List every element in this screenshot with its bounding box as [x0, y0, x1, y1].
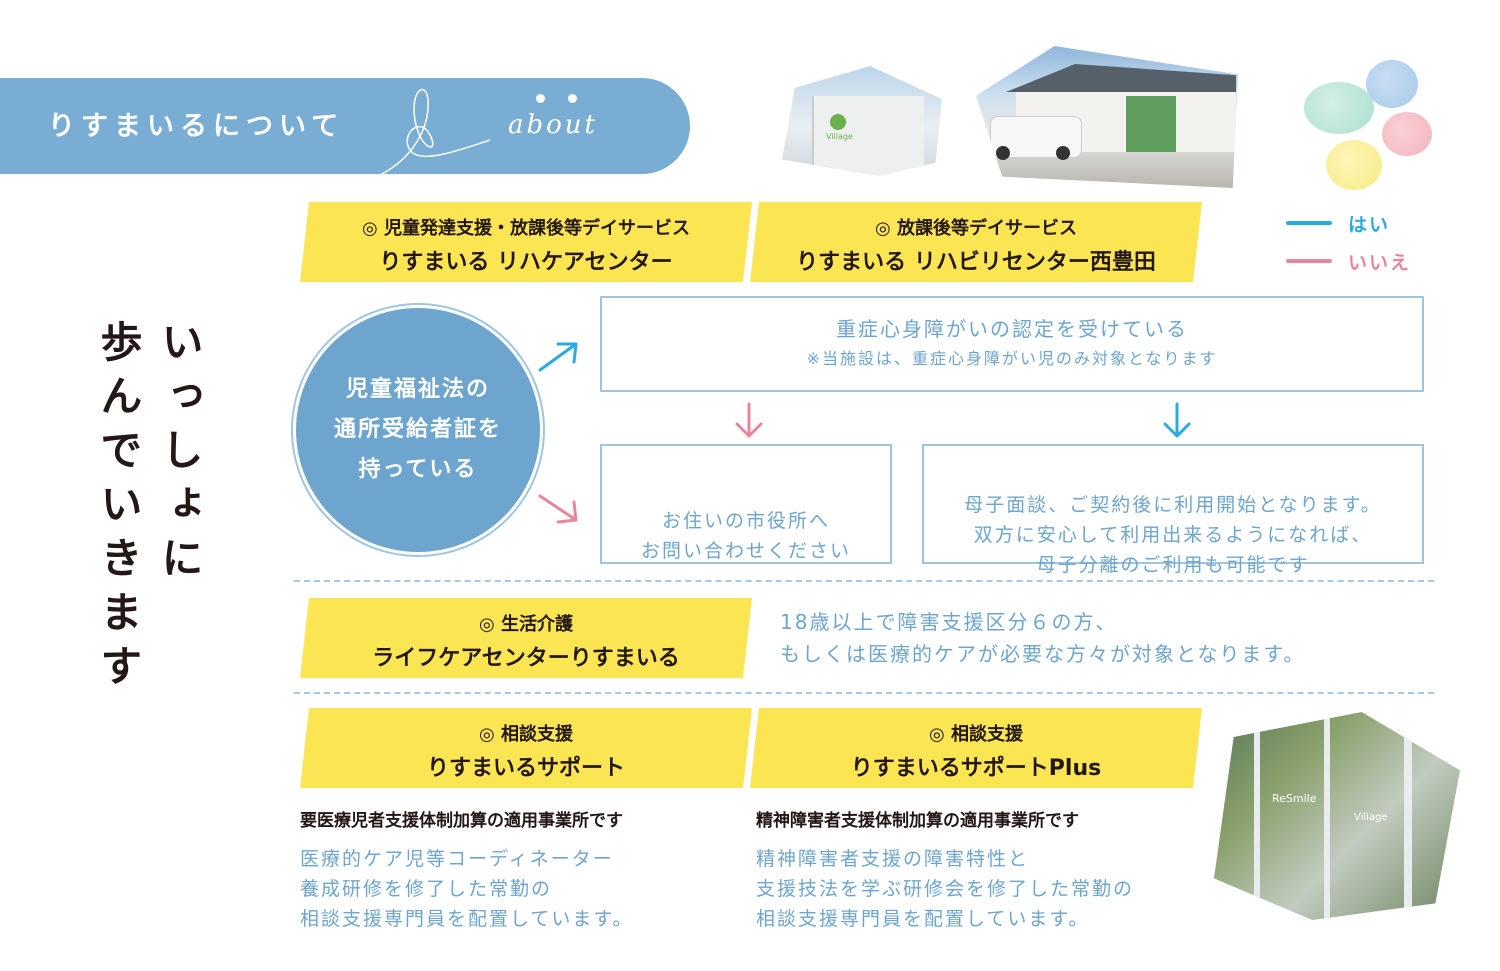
flow-no-result-box: お住いの市役所へ お問い合わせください — [600, 444, 892, 564]
legend-yes-line — [1286, 221, 1332, 225]
tagline-vertical: いっしょに 歩んでいきます — [94, 320, 204, 698]
facility-2-service: ◎ 放課後等デイサービス — [875, 218, 1077, 239]
photo-sign-text: Village — [826, 132, 853, 141]
flow-start-text: 児童福祉法の 通所受給者証を 持っている — [333, 377, 502, 482]
window-sign-resmile: ReSmile — [1272, 792, 1317, 805]
facility-2-name: りすまいる リハビリセンター西豊田 — [796, 250, 1156, 275]
decorative-squiggle — [379, 88, 491, 176]
facility-1-name: りすまいる リハケアセンター — [379, 250, 673, 275]
flow-yes-result-text: 母子面談、ご契約後に利用開始となります。 双方に安心して利用出来るようになれば、… — [964, 494, 1382, 576]
about-subtitle-en: about — [508, 110, 598, 140]
about-dot-left — [536, 94, 545, 103]
facility-photo-2 — [976, 46, 1238, 188]
support-1-headline: 要医療児者支援体制加算の適用事業所です — [300, 811, 623, 831]
about-dot-right — [568, 94, 577, 103]
decorative-blob-blue — [1366, 60, 1418, 108]
arrow-no-right-icon — [538, 494, 578, 524]
facility-banner-2: ◎ 放課後等デイサービス りすまいる リハビリセンター西豊田 — [750, 202, 1202, 282]
decorative-blob-green — [1304, 82, 1374, 134]
window-photo: ReSmile Village — [1214, 712, 1460, 920]
facility-photo-1: Village — [782, 66, 942, 176]
about-title: りすまいるについて — [48, 111, 345, 142]
support-banner-2: ◎ 相談支援 りすまいるサポートPlus — [750, 708, 1202, 788]
window-sign-village: Village — [1354, 812, 1388, 823]
life-care-description: 18歳以上で障害支援区分６の方、 もしくは医療的ケアが必要な方々が対象となります… — [780, 610, 1306, 666]
flow-question-text: 重症心身障がいの認定を受けている — [836, 317, 1188, 341]
life-care-banner: ◎ 生活介護 ライフケアセンターりすまいる — [300, 598, 752, 678]
legend-yes-label: はい — [1348, 214, 1391, 236]
facility-1-service: ◎ 児童発達支援・放課後等デイサービス — [362, 218, 690, 239]
decorative-blob-yellow — [1326, 140, 1382, 190]
support-1-service: ◎ 相談支援 — [479, 724, 573, 745]
support-2-name: りすまいるサポートPlus — [850, 756, 1102, 781]
support-1-detail: 医療的ケア児等コーディネーター 養成研修を修了した常勤の 相談支援専門員を配置し… — [300, 848, 634, 930]
life-care-name: ライフケアセンターりすまいる — [372, 646, 680, 671]
flow-no-result-text: お住いの市役所へ お問い合わせください — [640, 510, 851, 562]
legend-no-line — [1286, 259, 1332, 263]
life-care-service: ◎ 生活介護 — [479, 614, 573, 635]
arrow-yes-right-icon — [538, 342, 578, 372]
legend-no-label: いいえ — [1348, 252, 1412, 274]
flow-start-circle: 児童福祉法の 通所受給者証を 持っている — [296, 308, 540, 552]
support-2-service: ◎ 相談支援 — [929, 724, 1023, 745]
flow-yes-result-box: 母子面談、ご契約後に利用開始となります。 双方に安心して利用出来るようになれば、… — [922, 444, 1424, 576]
section-divider-1 — [294, 580, 1434, 582]
support-banner-1: ◎ 相談支援 りすまいるサポート — [300, 708, 752, 788]
arrow-no-down-icon — [735, 402, 763, 438]
arrow-yes-down-icon — [1163, 402, 1191, 438]
section-divider-2 — [294, 692, 1434, 694]
flow-question-box: 重症心身障がいの認定を受けている ※当施設は、重症心身障がい児のみ対象となります — [600, 296, 1424, 392]
support-1-name: りすまいるサポート — [426, 756, 625, 781]
flow-question-note: ※当施設は、重症心身障がい児のみ対象となります — [806, 349, 1218, 368]
support-2-headline: 精神障害者支援体制加算の適用事業所です — [756, 811, 1079, 831]
support-2-detail: 精神障害者支援の障害特性と 支援技法を学ぶ研修会を修了した常勤の 相談支援専門員… — [756, 848, 1135, 930]
facility-banner-1: ◎ 児童発達支援・放課後等デイサービス りすまいる リハケアセンター — [300, 202, 752, 282]
decorative-blob-pink — [1382, 112, 1432, 156]
